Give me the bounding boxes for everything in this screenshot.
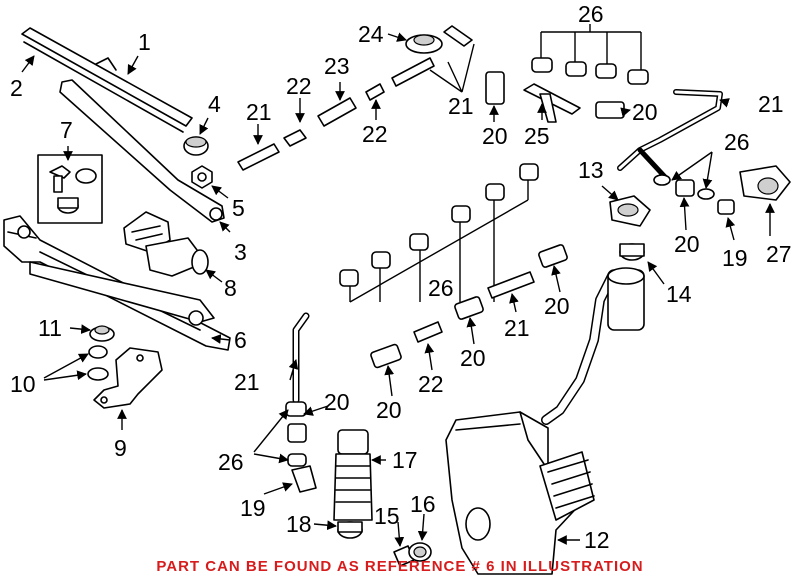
nut-part — [191, 165, 213, 189]
reference-note: PART CAN BE FOUND AS REFERENCE # 6 IN IL… — [156, 558, 644, 575]
connectors-middle-part — [370, 244, 568, 369]
callout-20-top-right: 20 — [632, 99, 658, 125]
callout-2: 2 — [10, 75, 23, 101]
callout-16: 16 — [410, 491, 436, 517]
connector-upper-part — [485, 71, 625, 123]
callout-1: 1 — [138, 29, 151, 55]
callout-22-top-center: 22 — [362, 121, 388, 147]
callout-24: 24 — [358, 21, 384, 47]
callout-3: 3 — [234, 239, 247, 265]
callout-21-lower: 21 — [234, 369, 260, 395]
hardware-kit-part — [37, 154, 103, 224]
hose-upper-left-part — [237, 57, 435, 171]
callout-5: 5 — [232, 195, 245, 221]
callout-20-middle: 20 — [460, 345, 486, 371]
leader-lines — [21, 32, 775, 547]
callout-26-lower: 26 — [218, 449, 244, 475]
callout-21-top-center: 21 — [448, 93, 474, 119]
callout-20-top-center: 20 — [482, 123, 508, 149]
callout-6: 6 — [234, 327, 247, 353]
callout-19-lower: 19 — [240, 495, 266, 521]
callout-20-middle-left: 20 — [376, 397, 402, 423]
callout-15: 15 — [374, 503, 400, 529]
grommet-part — [87, 325, 115, 381]
clamps-middle-part — [339, 163, 539, 303]
callout-20-middle-right: 20 — [544, 293, 570, 319]
wiper-blade-part — [21, 27, 193, 133]
callout-20-lower: 20 — [324, 389, 350, 415]
nozzle-cluster-part — [609, 165, 791, 261]
callout-20-right: 20 — [674, 231, 700, 257]
callout-26-middle: 26 — [428, 275, 454, 301]
filler-grommet-part — [405, 25, 473, 54]
wiper-arm-part — [59, 79, 225, 223]
callout-21-middle: 21 — [504, 315, 530, 341]
callout-23: 23 — [324, 53, 350, 79]
callout-27: 27 — [766, 241, 792, 267]
callout-22-middle: 22 — [418, 371, 444, 397]
washer-reservoir-part — [445, 267, 645, 575]
callout-17: 17 — [392, 447, 418, 473]
callout-21-top-right: 21 — [758, 91, 784, 117]
bracket-part — [93, 347, 163, 409]
callout-26-right: 26 — [724, 129, 750, 155]
callout-7: 7 — [60, 117, 73, 143]
cap-part — [183, 136, 209, 156]
callout-26-top: 26 — [578, 1, 604, 27]
callout-18: 18 — [286, 511, 312, 537]
wiper-linkage-part — [3, 215, 231, 351]
seals-part — [337, 521, 432, 567]
callout-numbers: 1 2 3 4 5 6 7 8 9 10 11 12 13 14 15 16 1… — [10, 1, 792, 553]
callout-10: 10 — [10, 371, 36, 397]
callout-14: 14 — [666, 281, 692, 307]
callout-9: 9 — [114, 435, 127, 461]
wiper-motor-part — [123, 211, 209, 277]
hose-right-part — [617, 89, 723, 181]
clamps-upper-part — [531, 24, 649, 85]
callout-21-top-left: 21 — [246, 99, 272, 125]
callout-19-right: 19 — [722, 245, 748, 271]
callout-4: 4 — [208, 91, 221, 117]
callout-11: 11 — [38, 315, 62, 341]
callout-8: 8 — [224, 275, 237, 301]
callout-12: 12 — [584, 527, 610, 553]
hose-lower-left-part — [285, 312, 317, 493]
washer-pump-part — [333, 429, 373, 521]
callout-13: 13 — [578, 157, 604, 183]
callout-25: 25 — [524, 123, 550, 149]
callout-22-top-left: 22 — [286, 73, 312, 99]
